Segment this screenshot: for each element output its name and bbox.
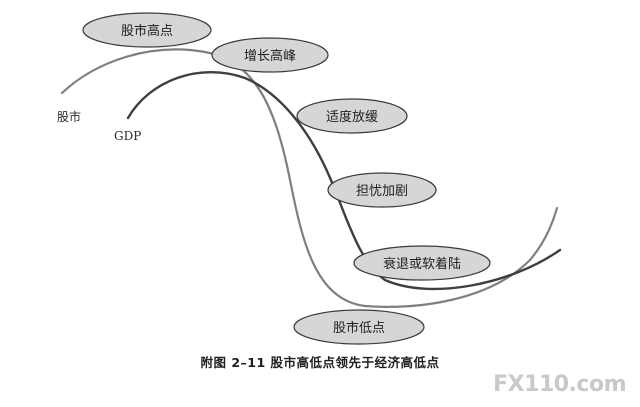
growth-peak-label: 增长高峰 xyxy=(244,48,296,64)
stock-low-ellipse xyxy=(293,309,425,345)
phase-worry-intensifies: 担忧加剧 xyxy=(327,172,437,208)
phase-growth-peak: 增长高峰 xyxy=(211,37,329,73)
moderate-slowdown-label: 适度放缓 xyxy=(326,109,378,125)
stock-peak-label: 股市高点 xyxy=(121,23,173,39)
stock-low-label: 股市低点 xyxy=(333,320,385,336)
phase-stock-peak: 股市高点 xyxy=(82,12,212,48)
phase-moderate-slowdown: 适度放缓 xyxy=(296,98,408,134)
phase-stock-low: 股市低点 xyxy=(293,309,425,345)
worry-intensifies-label: 担忧加剧 xyxy=(356,184,408,199)
recession-soft-landing-label: 衰退或软着陆 xyxy=(383,256,461,272)
watermark-logo: FX110.com xyxy=(493,372,626,397)
worry-intensifies-ellipse xyxy=(327,172,437,208)
stock-curve-label: 股市 xyxy=(57,109,81,124)
stock-peak-ellipse xyxy=(82,12,212,48)
recession-soft-landing-ellipse xyxy=(353,245,491,281)
stock-curve xyxy=(60,48,559,308)
gdp-curve-label: GDP xyxy=(114,129,141,143)
figure-caption: 附图 2–11 股市高低点领先于经济高低点 xyxy=(200,355,440,370)
moderate-slowdown-ellipse xyxy=(296,98,408,134)
phase-recession-soft-landing: 衰退或软着陆 xyxy=(353,245,491,281)
growth-peak-ellipse xyxy=(211,37,329,73)
